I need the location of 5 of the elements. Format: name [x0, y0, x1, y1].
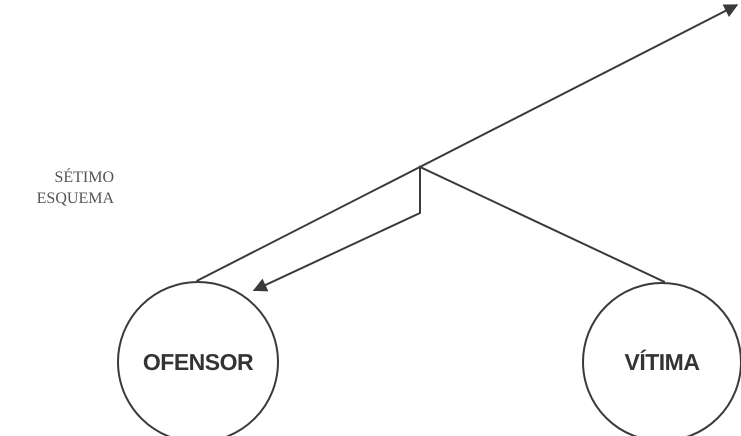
arrow: [252, 165, 666, 292]
node-label: VÍTIMA: [624, 348, 700, 376]
diagram-label: SÉTIMO ESQUEMA: [36, 167, 114, 209]
arrow: [196, 4, 738, 282]
node-label: OFENSOR: [142, 348, 254, 376]
